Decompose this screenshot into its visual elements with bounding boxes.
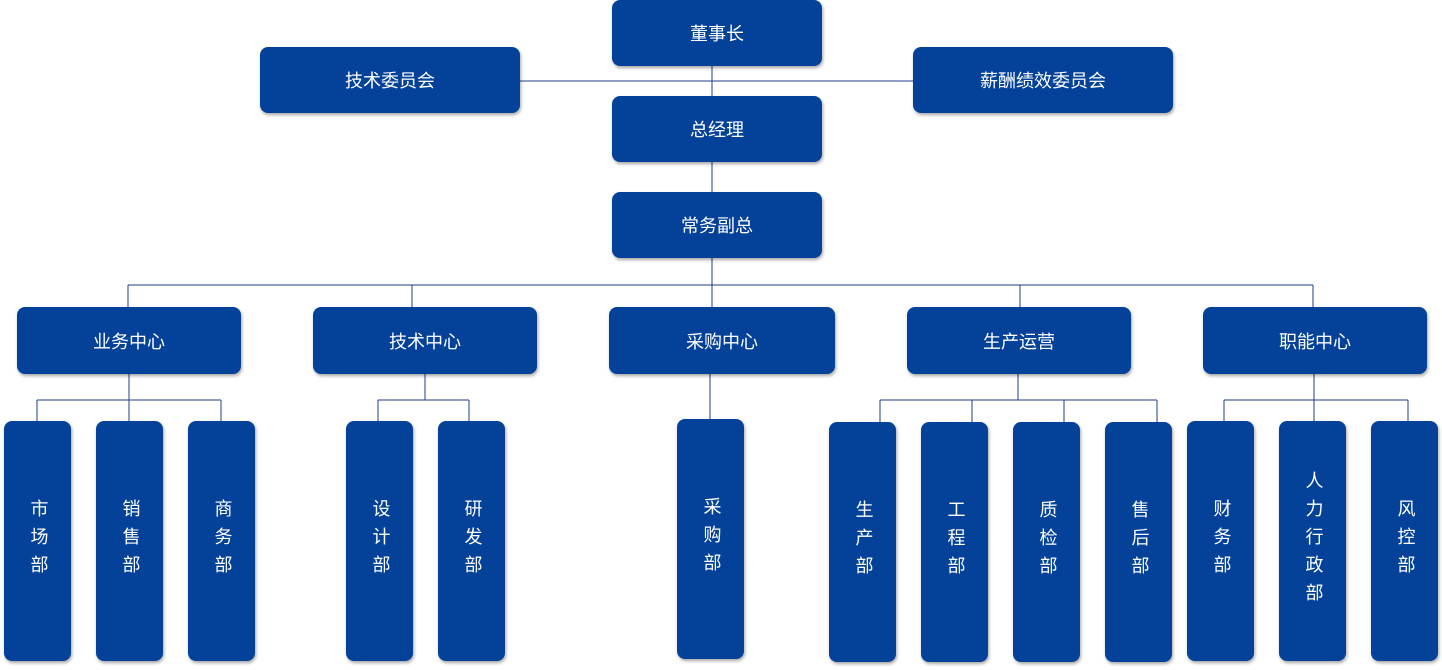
node-department: 市场部: [4, 421, 71, 661]
node-center-technology: 技术中心: [313, 307, 537, 374]
node-department: 风控部: [1371, 421, 1438, 661]
node-executive-vp: 常务副总: [612, 192, 822, 258]
node-label: 生产运营: [983, 331, 1055, 353]
node-label: 职能中心: [1279, 331, 1351, 353]
node-department: 销售部: [96, 421, 163, 661]
node-department: 设计部: [346, 421, 413, 661]
node-department: 采购部: [677, 419, 744, 659]
node-label: 工程部: [944, 500, 966, 584]
node-chairman: 董事长: [612, 0, 822, 66]
node-salary-committee: 薪酬绩效委员会: [913, 47, 1173, 113]
node-label: 薪酬绩效委员会: [980, 71, 1106, 92]
node-label: 人力行政部: [1302, 471, 1324, 611]
node-center-business: 业务中心: [17, 307, 241, 374]
node-label: 常务副总: [681, 216, 753, 237]
node-center-functions: 职能中心: [1203, 307, 1427, 374]
node-department: 工程部: [921, 422, 988, 662]
node-label: 财务部: [1210, 499, 1232, 583]
node-department: 生产部: [829, 422, 896, 662]
node-department: 质检部: [1013, 422, 1080, 662]
node-label: 采购部: [700, 497, 722, 581]
node-label: 技术中心: [389, 331, 461, 353]
node-center-procurement: 采购中心: [609, 307, 835, 374]
node-label: 业务中心: [93, 331, 165, 353]
node-department: 研发部: [438, 421, 505, 661]
node-department: 商务部: [188, 421, 255, 661]
node-label: 生产部: [852, 500, 874, 584]
node-label: 风控部: [1394, 499, 1416, 583]
node-label: 总经理: [690, 120, 744, 141]
node-department: 财务部: [1187, 421, 1254, 661]
node-general-manager: 总经理: [612, 96, 822, 162]
node-label: 质检部: [1036, 500, 1058, 584]
node-tech-committee: 技术委员会: [260, 47, 520, 113]
node-center-operations: 生产运营: [907, 307, 1131, 374]
node-label: 董事长: [690, 24, 744, 45]
node-label: 售后部: [1128, 500, 1150, 584]
node-department: 售后部: [1105, 422, 1172, 662]
node-label: 商务部: [211, 499, 233, 583]
node-label: 市场部: [27, 499, 49, 583]
node-department: 人力行政部: [1279, 421, 1346, 661]
node-label: 销售部: [119, 499, 141, 583]
node-label: 技术委员会: [345, 71, 435, 92]
node-label: 采购中心: [686, 331, 758, 353]
node-label: 研发部: [461, 499, 483, 583]
node-label: 设计部: [369, 499, 391, 583]
